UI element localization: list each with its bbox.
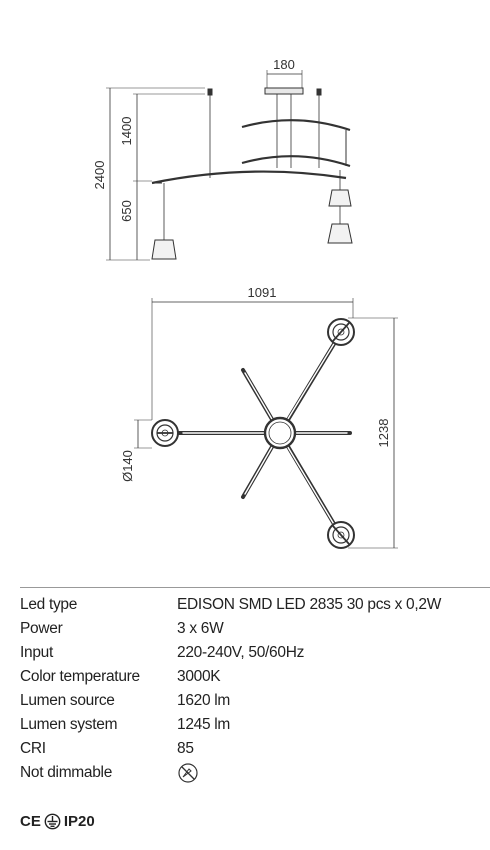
spec-label: Color temperature [20,668,140,685]
spec-table: Led type EDISON SMD LED 2835 30 pcs x 0,… [20,593,480,785]
spec-label: Lumen source [20,692,115,709]
section-divider [20,587,490,588]
plan-view [134,298,398,549]
spec-value: 220-240V, 50/60Hz [177,644,305,661]
spec-label: Led type [20,596,78,613]
spec-label: CRI [20,740,46,757]
spec-value: 3 x 6W [177,620,224,637]
plan-width-dimension: 1091 [248,285,277,300]
spec-row-led-type: Led type EDISON SMD LED 2835 30 pcs x 0,… [20,593,480,617]
plan-depth-dimension: 1238 [376,419,391,448]
top-width-dimension: 180 [273,57,295,72]
ip-rating: IP20 [63,812,95,830]
side-elevation-view [106,70,353,261]
spec-label: Not dimmable [20,764,113,781]
spec-value: 85 [177,740,194,757]
technical-drawing: 180 1400 2400 650 [92,57,398,549]
lower-height-dimension: 650 [119,200,134,222]
shade-diameter-dimension: Ø140 [120,450,135,482]
spec-value: 1245 lm [177,716,231,733]
spec-label: Lumen system [20,716,118,733]
spec-value: 1620 lm [177,692,231,709]
ce-mark-icon: CE [20,812,41,830]
not-dimmable-icon [178,763,198,783]
earth-ground-icon [44,813,61,829]
spec-value: EDISON SMD LED 2835 30 pcs x 0,2W [177,596,442,613]
spec-row-not-dimmable: Not dimmable [20,761,480,785]
spec-row-input: Input 220-240V, 50/60Hz [20,641,480,665]
spec-row-power: Power 3 x 6W [20,617,480,641]
spec-label: Input [20,644,53,661]
spec-label: Power [20,620,63,637]
certification-marks: CE IP20 [20,809,95,833]
spec-row-lumen-system: Lumen system 1245 lm [20,713,480,737]
spec-row-color-temperature: Color temperature 3000K [20,665,480,689]
cable-length-dimension: 1400 [119,117,134,146]
spec-row-cri: CRI 85 [20,737,480,761]
spec-value: 3000K [177,668,221,685]
spec-value [177,762,199,784]
total-height-dimension: 2400 [92,161,107,190]
spec-row-lumen-source: Lumen source 1620 lm [20,689,480,713]
